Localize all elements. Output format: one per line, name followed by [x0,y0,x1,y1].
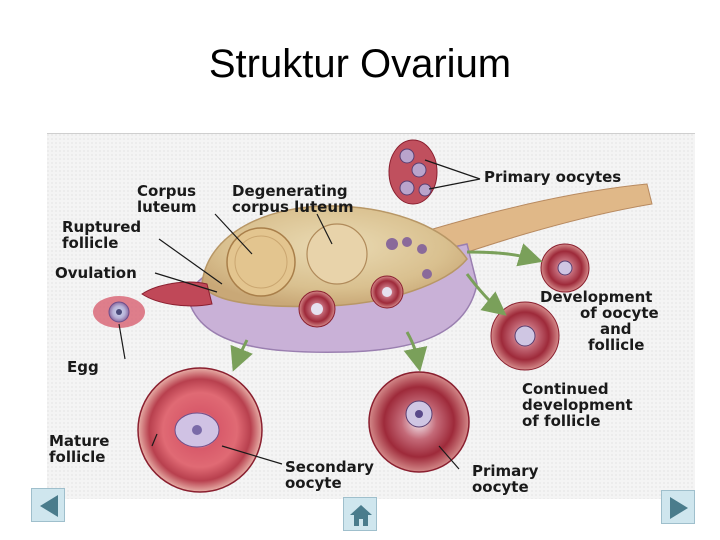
label-development-4: follicle [588,336,644,354]
label-secondary-1: Secondary [285,458,374,476]
label-egg: Egg [67,358,99,376]
developing-follicle-small [540,243,590,293]
home-icon [350,505,372,526]
diagram-labels: Corpus luteum Degenerating corpus luteum… [49,168,659,496]
label-mature-2: follicle [49,448,105,466]
label-development-2: of oocyte [580,304,659,322]
triangle-right-icon [670,497,688,519]
next-slide-button[interactable] [661,490,695,524]
label-continued-1: Continued [522,380,609,398]
label-primary-oocyte-1: Primary [472,462,539,480]
ovary-diagram: Corpus luteum Degenerating corpus luteum… [47,133,695,499]
label-corpus-luteum-1: Corpus [137,182,196,200]
label-corpus-luteum-2: luteum [137,198,196,216]
slide-title: Struktur Ovarium [208,42,512,86]
degenerating-corpus-luteum [306,223,368,285]
leader-lines [118,159,481,470]
label-development-3: and [600,320,632,338]
primary-oocytes-cluster [388,139,438,205]
home-button[interactable] [343,497,377,531]
ovary-small-follicles [298,237,432,328]
label-ruptured-1: Ruptured [62,218,141,236]
label-ruptured-2: follicle [62,234,118,252]
label-continued-3: of follicle [522,412,601,430]
label-continued-2: development [522,396,633,414]
prev-slide-button[interactable] [31,488,65,522]
mature-follicle [137,367,263,493]
development-arrows [230,243,543,372]
developing-follicle-medium [490,301,560,371]
label-mature-1: Mature [49,432,109,450]
label-degenerating-2: corpus luteum [232,198,354,216]
antral-follicle [368,371,470,473]
label-primary-oocytes: Primary oocytes [484,168,621,186]
triangle-left-icon [40,495,58,517]
label-development-1: Development [540,288,652,306]
label-degenerating-1: Degenerating [232,182,348,200]
label-primary-oocyte-2: oocyte [472,478,529,496]
label-secondary-2: oocyte [285,474,342,492]
released-egg [93,296,145,328]
label-ovulation: Ovulation [55,264,137,282]
